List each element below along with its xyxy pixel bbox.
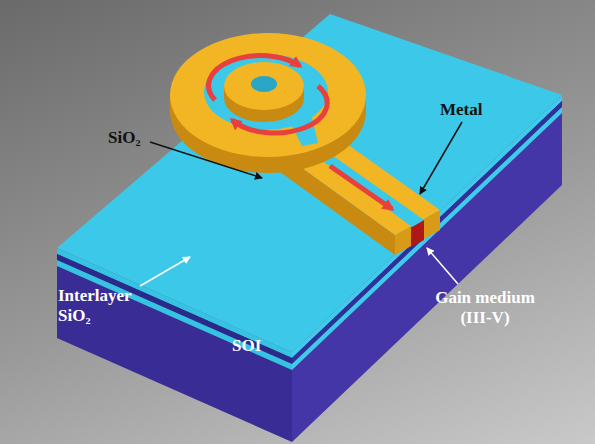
layer-label: Interlayer SiO₂ [58,286,158,326]
material-label: Metal [440,100,510,120]
substrate-label: SOI [232,336,292,356]
material-label: SiO₂ [108,128,168,148]
part-label: Gain medium (III-V) [430,288,540,328]
